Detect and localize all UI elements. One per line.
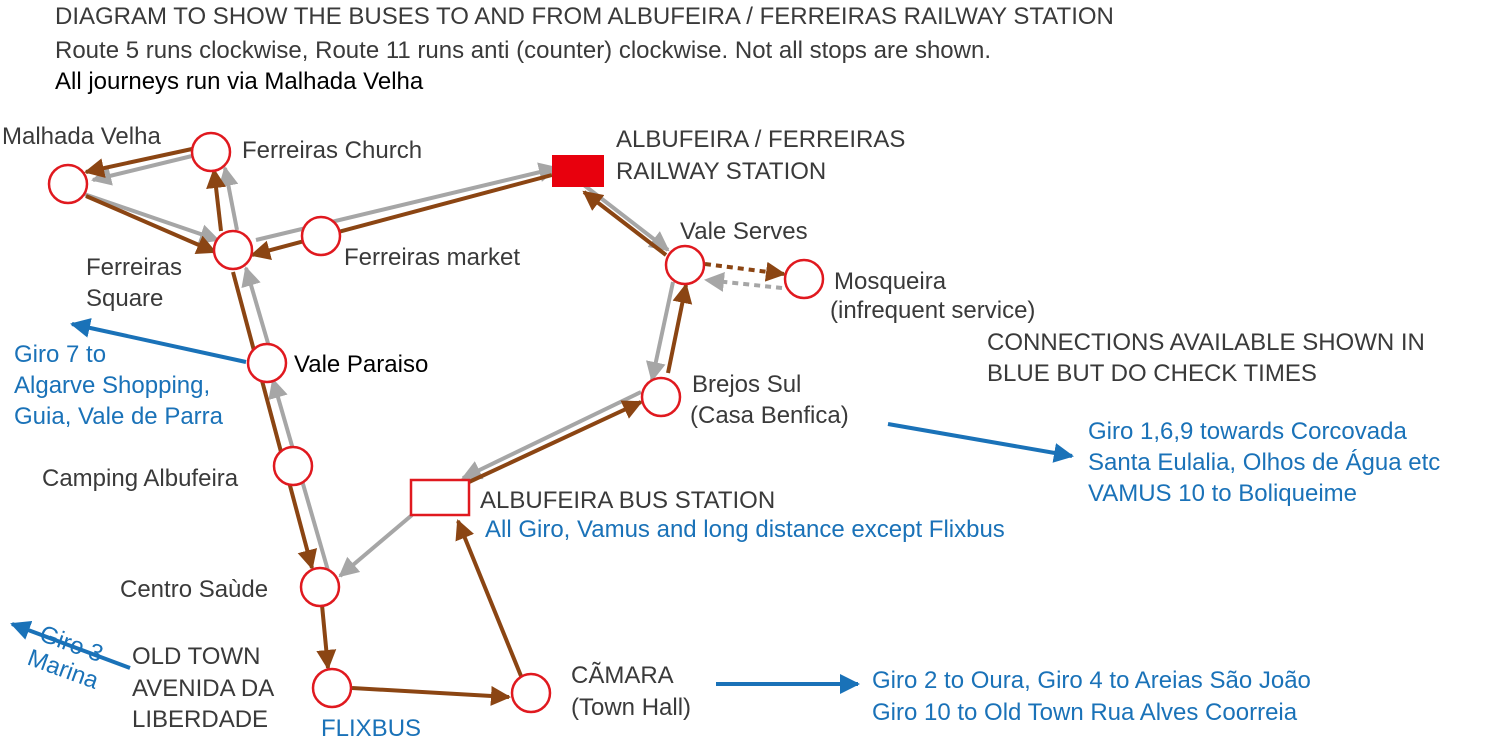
- route-11-segment: [468, 400, 643, 484]
- route-5-segment: [255, 162, 559, 242]
- route-5-mosqueira-dashed: [704, 271, 783, 292]
- label-camara: CÃMARA: [571, 662, 674, 689]
- label-brejos-sul: Brejos Sul: [692, 371, 801, 398]
- benfica-connections-line2: Santa Eulalia, Olhos de Água etc: [1088, 449, 1440, 476]
- connection-arrows: [10, 318, 1074, 694]
- stop-bus-station: [409, 478, 471, 517]
- route-5-legend: Route 5: [55, 37, 139, 64]
- label-bus-station: ALBUFEIRA BUS STATION: [480, 487, 775, 514]
- route-5-segment: [338, 513, 414, 578]
- label-ferreiras-church: Ferreiras Church: [242, 137, 422, 164]
- connections-note-line2: BLUE BUT DO CHECK TIMES: [987, 360, 1317, 387]
- label-vale-paraiso: Vale Paraiso: [294, 351, 428, 378]
- route-11-segment: [455, 519, 523, 677]
- stop-vale-paraiso: [246, 342, 288, 384]
- stop-ferreiras-church: [190, 131, 232, 173]
- stop-camping-albufeira: [272, 445, 314, 487]
- label-ferreiras-market: Ferreiras market: [344, 244, 520, 271]
- giro-7-line2: Algarve Shopping,: [14, 372, 210, 399]
- label-ferreiras-square-line2: Square: [86, 285, 163, 312]
- giro-7-line1: Giro 7 to: [14, 341, 106, 368]
- route-5-desc: runs clockwise,: [139, 37, 315, 64]
- stop-old-town: [311, 667, 353, 709]
- label-old-town-line3: LIBERDADE: [132, 706, 268, 733]
- route-5-segment: [218, 166, 239, 231]
- route-11-legend: Route 11: [315, 37, 411, 64]
- camara-connections-line2: Giro 10 to Old Town Rua Alves Coorreia: [872, 699, 1298, 726]
- route-11-desc: runs anti (counter) clockwise: [411, 37, 722, 64]
- label-railway-line2: RAILWAY STATION: [616, 158, 826, 185]
- route-5-segment: [83, 192, 220, 244]
- stop-malhada-velha: [47, 163, 89, 205]
- label-brejos-sul-note: (Casa Benfica): [690, 402, 849, 429]
- giro-7-line3: Guia, Vale de Parra: [14, 403, 224, 430]
- label-malhada-velha: Malhada Velha: [2, 123, 161, 150]
- giro-7-arrow: [70, 318, 247, 364]
- route-legend: Route 5 runs clockwise, Route 11 runs an…: [55, 37, 991, 64]
- legend-note: Not all stops are shown.: [728, 37, 991, 64]
- connections-note-rest: BUT DO CHECK TIMES: [1050, 360, 1317, 387]
- bus-station-connections: All Giro, Vamus and long distance except…: [485, 516, 1005, 543]
- route-11-segment: [85, 194, 217, 255]
- route-11-segment: [582, 190, 668, 257]
- label-railway-line1: ALBUFEIRA / FERREIRAS: [616, 126, 905, 153]
- label-mosqueira-note: (infrequent service): [830, 297, 1035, 324]
- route-11-lines: [84, 147, 786, 706]
- route-5-segment: [578, 180, 670, 252]
- benfica-connections-line1: Giro 1,6,9 towards Corcovada: [1088, 418, 1407, 445]
- stop-ferreiras-market: [300, 215, 342, 257]
- label-mosqueira: Mosqueira: [834, 268, 947, 295]
- label-centro-saude: Centro Saùde: [120, 576, 268, 603]
- route-11-segment: [250, 173, 553, 261]
- stop-centro-saude: [299, 566, 341, 608]
- legend-period: .: [722, 37, 729, 64]
- stop-mosqueira: [783, 258, 825, 300]
- benfica-connections-line3: VAMUS 10 to Boliqueime: [1088, 480, 1357, 507]
- label-camping-albufeira: Camping Albufeira: [42, 465, 239, 492]
- route-11-segment: [206, 168, 226, 232]
- flixbus-label: FLIXBUS: [321, 715, 421, 742]
- connections-note-line1: CONNECTIONS AVAILABLE SHOWN IN: [987, 329, 1425, 356]
- stop-ferreiras-square: [212, 229, 254, 271]
- label-camara-note: (Town Hall): [571, 694, 691, 721]
- stop-camara: [510, 672, 552, 714]
- diagram-title: DIAGRAM TO SHOW THE BUSES TO AND FROM AL…: [55, 3, 1114, 30]
- label-old-town-line1: OLD TOWN: [132, 643, 260, 670]
- connections-note-blue-word: BLUE: [987, 360, 1050, 387]
- route-5-segment: [645, 281, 675, 382]
- route-11-mosqueira-dashed: [704, 261, 786, 282]
- route-11-segment: [231, 271, 318, 570]
- camara-connections-line1: Giro 2 to Oura, Giro 4 to Areias São Joã…: [872, 667, 1311, 694]
- benfica-connections-arrow: [887, 422, 1074, 463]
- label-ferreiras-square-line1: Ferreiras: [86, 254, 182, 281]
- stop-railway-station: [552, 155, 604, 187]
- route-5-segment: [461, 390, 642, 480]
- stops: [47, 131, 825, 714]
- route-11-segment: [84, 147, 193, 178]
- label-old-town-line2: AVENIDA DA: [132, 675, 274, 702]
- via-note: All journeys run via Malhada Velha: [55, 68, 424, 95]
- label-vale-serves: Vale Serves: [680, 218, 808, 245]
- stop-brejos-sul: [640, 376, 682, 418]
- route-5-segment: [241, 266, 272, 351]
- route-5-segment: [91, 154, 193, 186]
- giro-3-arrow: [10, 620, 131, 670]
- route-11-segment: [316, 604, 337, 670]
- route-11-segment: [666, 283, 693, 374]
- route-11-segment: [351, 685, 511, 706]
- stop-vale-serves: [664, 244, 706, 286]
